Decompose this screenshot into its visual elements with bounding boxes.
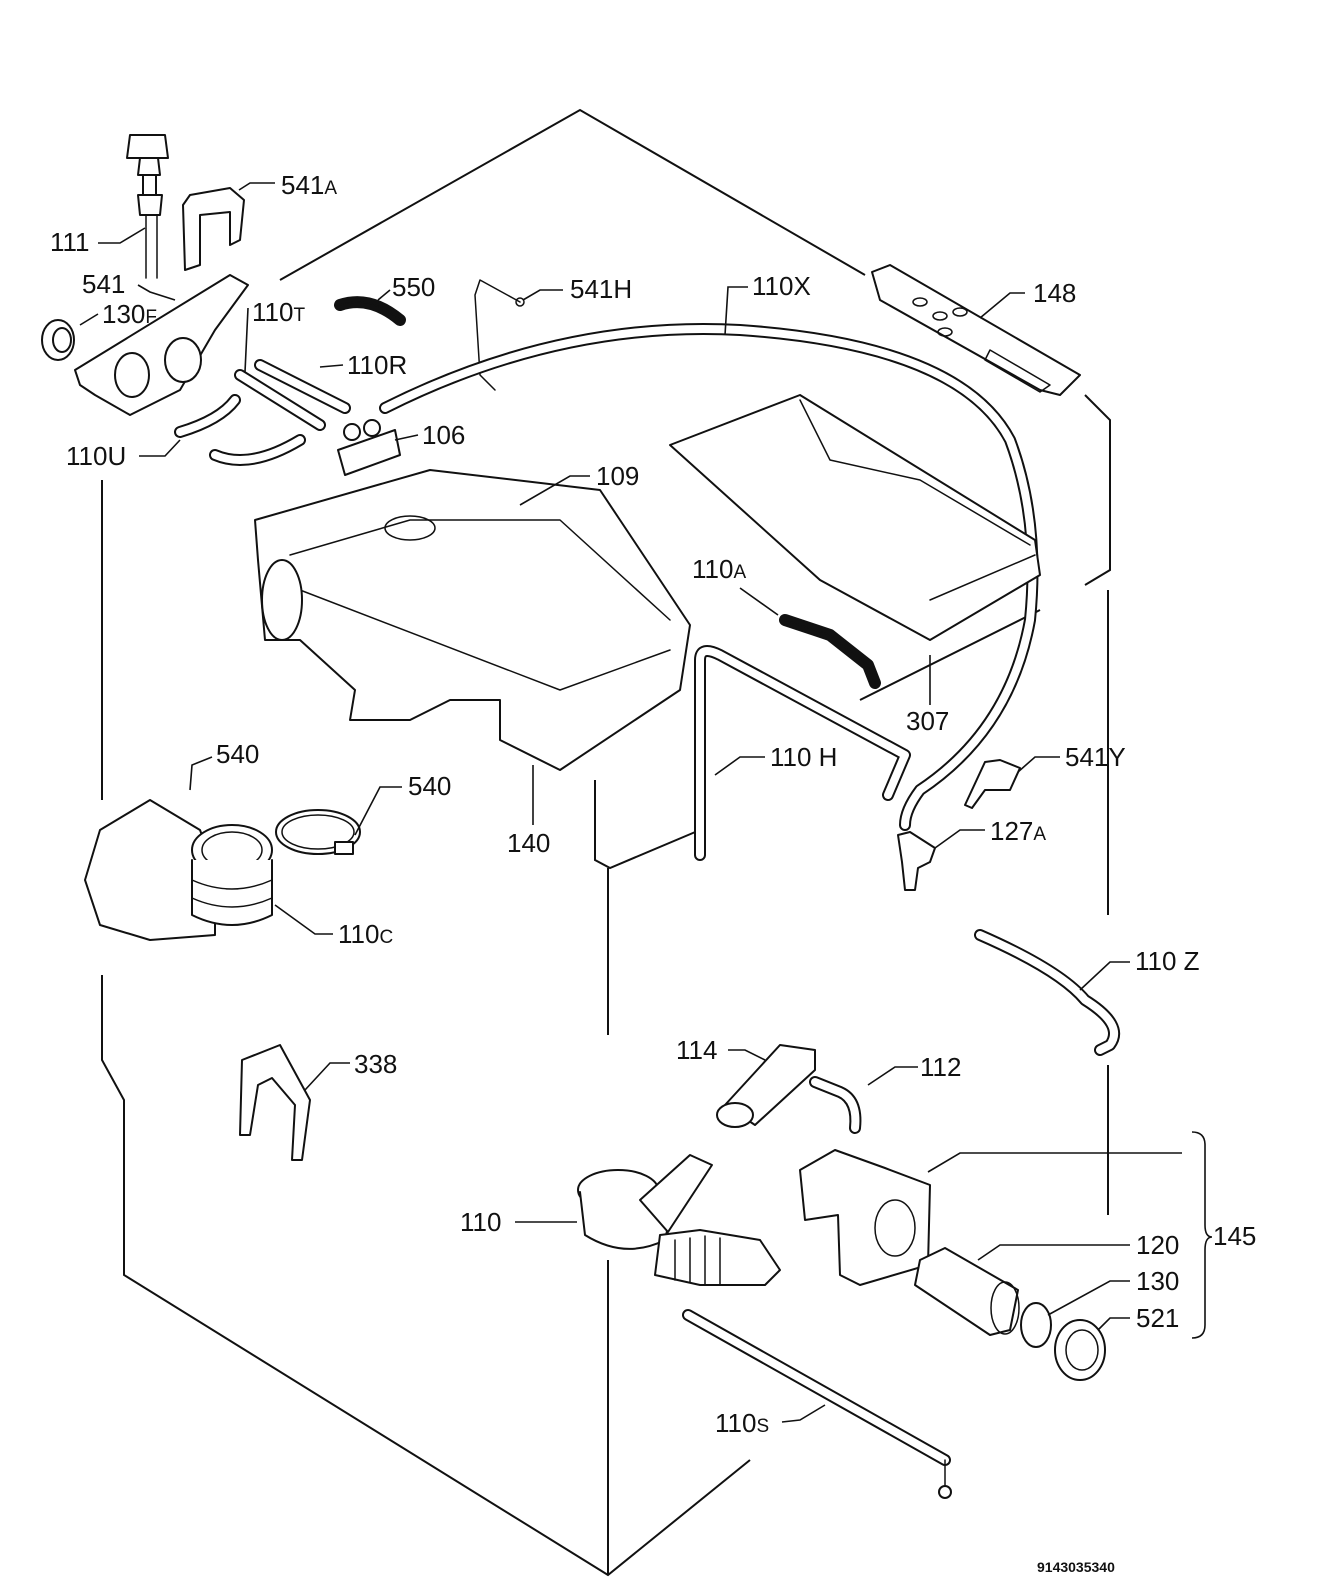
label-106: 106 — [422, 420, 465, 450]
label-110R: 110R — [347, 350, 407, 380]
part-120-filter — [914, 1247, 1020, 1336]
label-110U: 110U — [66, 441, 126, 471]
label-110: 110 — [460, 1207, 501, 1237]
part-110t-tube — [234, 369, 326, 431]
part-541-bracket — [74, 274, 249, 416]
label-110A: 110A — [692, 554, 746, 584]
label-120: 120 — [1136, 1230, 1179, 1260]
part-110h-hose — [694, 645, 911, 861]
label-540-lower: 540 — [408, 771, 451, 801]
label-109: 109 — [596, 461, 639, 491]
part-110u-tube — [174, 394, 306, 466]
label-114: 114 — [676, 1035, 717, 1065]
part-541h-wire — [474, 279, 525, 391]
label-110C: 110C — [338, 919, 393, 949]
part-110s-rod — [682, 1309, 952, 1499]
part-550-bellows — [334, 296, 406, 326]
label-110S: 110S — [715, 1408, 769, 1438]
label-111: 111 — [50, 227, 90, 257]
callout-labels: 541A 111 541 550 541H 110X 148 130F 110T… — [50, 170, 1256, 1438]
part-338-clip — [239, 1044, 311, 1161]
part-540-clamp — [275, 809, 361, 855]
part-127a-connector — [897, 831, 936, 891]
part-130f-cap — [41, 319, 75, 361]
label-110X: 110X — [752, 271, 811, 301]
part-109-dispenser-housing — [254, 469, 691, 771]
part-110-sump-hose — [577, 1154, 781, 1286]
part-307-drawer — [669, 394, 1041, 641]
label-338: 338 — [354, 1049, 397, 1079]
leader-lines — [79, 182, 1182, 1423]
part-112-elbow — [809, 1076, 862, 1134]
part-541y-clip — [964, 759, 1021, 809]
part-130-oring — [1020, 1302, 1052, 1348]
label-521: 521 — [1136, 1303, 1179, 1333]
document-number: 9143035340 — [1037, 1559, 1115, 1575]
label-307: 307 — [906, 706, 949, 736]
label-541: 541 — [82, 269, 125, 299]
label-145: 145 — [1213, 1221, 1256, 1251]
label-130: 130 — [1136, 1266, 1179, 1296]
part-145-pump — [799, 1149, 931, 1286]
part-106-valve — [337, 419, 401, 476]
part-110z-hose — [974, 929, 1120, 1056]
label-140: 140 — [507, 828, 550, 858]
part-541a-clip — [182, 187, 245, 271]
part-148-cover — [871, 264, 1081, 396]
label-110H: 110 H — [770, 742, 837, 772]
part-521-cap — [1054, 1319, 1106, 1381]
label-540-upper: 540 — [216, 739, 259, 769]
cabinet-outline — [101, 108, 1111, 1577]
part-111-inlet-hose — [126, 134, 169, 279]
label-130F: 130F — [102, 299, 157, 329]
label-110T: 110T — [252, 297, 305, 327]
part-540-bellows — [84, 799, 273, 941]
part-110x-hose — [379, 322, 1039, 831]
label-112: 112 — [920, 1052, 961, 1082]
label-541Y: 541Y — [1065, 742, 1126, 772]
part-110a-hose — [779, 614, 881, 689]
label-541A: 541A — [281, 170, 337, 200]
label-127A: 127A — [990, 816, 1046, 846]
part-114-sensor — [716, 1044, 816, 1128]
label-550: 550 — [392, 272, 435, 302]
part-110r-tube — [254, 359, 351, 414]
label-541H: 541H — [570, 274, 632, 304]
brace-145 — [1191, 1131, 1213, 1339]
label-110Z: 110 Z — [1135, 946, 1200, 976]
label-148: 148 — [1033, 278, 1076, 308]
